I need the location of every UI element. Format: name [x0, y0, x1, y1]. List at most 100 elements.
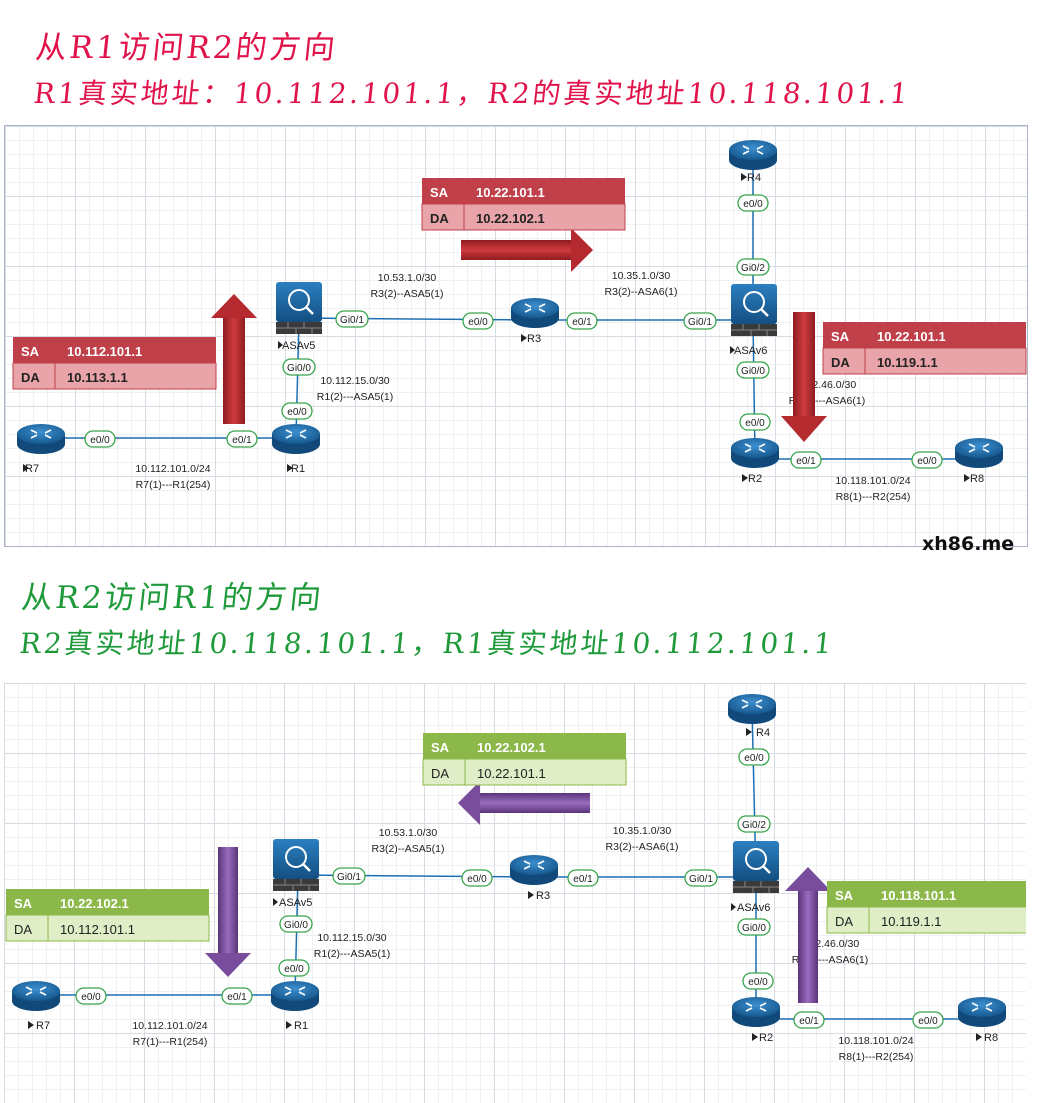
router-r4-icon[interactable]	[728, 694, 776, 724]
label-r1: R1	[291, 463, 305, 475]
packet-top-da: 10.22.102.1	[476, 211, 545, 226]
link-asav6-r2	[752, 319, 756, 457]
packet-box-left: SA 10.112.101.1 DA 10.113.1.1	[12, 337, 217, 390]
net-118-desc: R8(1)---R2(254)	[839, 1051, 914, 1063]
return-topology-panel: R7 R1 ASAv5 R3 R4 ASAv6 R2 R8 e0/0 e0/1 …	[4, 683, 1026, 1103]
label-r2: R2	[748, 473, 762, 485]
if-r3-e00: e0/0	[467, 874, 487, 885]
packet-box-right: SA 10.118.101.1 DA 10.119.1.1	[826, 881, 1026, 934]
if-r1-e00: e0/0	[284, 964, 304, 975]
label-r8: R8	[984, 1032, 998, 1044]
if-asa6-gi00: Gi0/0	[742, 923, 766, 934]
net-15-desc: R1(2)---ASA5(1)	[314, 948, 390, 960]
net-15: 10.112.15.0/30	[317, 932, 386, 944]
packet-right-da-label: DA	[835, 914, 853, 929]
router-r2-icon[interactable]	[731, 438, 779, 468]
packet-top-sa-label: SA	[431, 740, 450, 755]
net-15-desc: R1(2)---ASA5(1)	[317, 391, 393, 403]
label-r3: R3	[527, 333, 541, 345]
packet-left-da: 10.113.1.1	[67, 370, 128, 385]
router-r7-icon[interactable]	[17, 424, 65, 454]
net-53-desc: R3(2)--ASA5(1)	[371, 288, 444, 300]
label-r1: R1	[294, 1020, 308, 1032]
packet-top-sa: 10.22.101.1	[476, 185, 545, 200]
firewall-asav5-icon[interactable]	[276, 282, 322, 334]
if-r3-e00: e0/0	[468, 317, 488, 328]
packet-box-top: SA 10.22.101.1 DA 10.22.102.1	[421, 178, 626, 231]
packet-right-sa: 10.118.101.1	[881, 888, 956, 903]
if-r3-e01: e0/1	[573, 874, 593, 885]
net-101: 10.112.101.0/24	[135, 463, 210, 475]
if-r2-e00: e0/0	[748, 977, 768, 988]
label-asav6: ASAv6	[734, 345, 767, 357]
if-asa5-gi01: Gi0/1	[337, 872, 361, 883]
label-r2: R2	[759, 1032, 773, 1044]
arrow-up-purple	[785, 867, 831, 1003]
packet-top-da-label: DA	[431, 766, 449, 781]
label-asav5: ASAv5	[279, 897, 312, 909]
net-53: 10.53.1.0/30	[379, 827, 438, 839]
label-asav5: ASAv5	[282, 340, 315, 352]
router-r3-icon[interactable]	[511, 298, 559, 328]
forward-direction-subtitle: R1真实地址：10.112.101.1，R2的真实地址10.118.101.1	[32, 77, 913, 110]
router-r8-icon[interactable]	[955, 438, 1003, 468]
if-r2-e01: e0/1	[799, 1016, 819, 1027]
net-35-desc: R3(2)--ASA6(1)	[606, 841, 679, 853]
label-r3: R3	[536, 890, 550, 902]
firewall-asav6-icon[interactable]	[733, 841, 779, 893]
packet-right-da: 10.119.1.1	[881, 914, 941, 929]
if-r8-e00: e0/0	[918, 1016, 938, 1027]
label-asav6: ASAv6	[737, 902, 770, 914]
if-r7-e00: e0/0	[90, 435, 110, 446]
if-r3-e01: e0/1	[572, 317, 592, 328]
if-asa5-gi00: Gi0/0	[284, 920, 308, 931]
router-r3-icon[interactable]	[510, 855, 558, 885]
packet-box-left: SA 10.22.102.1 DA 10.112.101.1	[5, 889, 210, 942]
if-r4-e00: e0/0	[743, 199, 763, 210]
arrow-left-purple	[458, 781, 590, 825]
net-15: 10.112.15.0/30	[320, 375, 389, 387]
net-101: 10.112.101.0/24	[132, 1020, 207, 1032]
packet-left-da-label: DA	[21, 370, 40, 385]
packet-box-top: SA 10.22.102.1 DA 10.22.101.1	[422, 733, 627, 786]
return-direction-subtitle: R2真实地址10.118.101.1，R1真实地址10.112.101.1	[18, 627, 837, 660]
if-r8-e00: e0/0	[917, 456, 937, 467]
if-asa6-gi02: Gi0/2	[742, 820, 766, 831]
router-r2-icon[interactable]	[732, 997, 780, 1027]
net-35: 10.35.1.0/30	[613, 825, 672, 837]
if-asa6-gi01: Gi0/1	[688, 317, 712, 328]
link-asav5-r3	[298, 317, 536, 321]
return-direction-title: 从R2访问R1的方向	[19, 580, 326, 616]
if-asa5-gi01: Gi0/1	[340, 315, 364, 326]
net-35: 10.35.1.0/30	[612, 270, 671, 282]
router-r8-icon[interactable]	[958, 997, 1006, 1027]
arrow-right-red	[461, 228, 593, 272]
packet-top-da-label: DA	[430, 211, 449, 226]
link-r1-asav5	[294, 874, 299, 996]
net-118: 10.118.101.0/24	[835, 475, 910, 487]
packet-left-da-label: DA	[14, 922, 32, 937]
label-r4: R4	[756, 727, 770, 739]
if-r1-e01: e0/1	[227, 992, 247, 1003]
if-r7-e00: e0/0	[81, 992, 101, 1003]
arrow-down-red	[781, 312, 827, 442]
if-asa6-gi02: Gi0/2	[741, 263, 765, 274]
packet-top-sa-label: SA	[430, 185, 449, 200]
firewall-asav6-icon[interactable]	[731, 284, 777, 336]
net-101-desc: R7(1)---R1(254)	[133, 1036, 208, 1048]
router-r4-icon[interactable]	[729, 140, 777, 170]
net-101-desc: R7(1)---R1(254)	[136, 479, 211, 491]
packet-left-sa: 10.112.101.1	[67, 344, 142, 359]
forward-topology-panel: R7 R1 ASAv5 R3 R4 ASAv6 R2 R8 e0/0 e0/1 …	[4, 125, 1028, 547]
router-r1-icon[interactable]	[272, 424, 320, 454]
packet-top-sa: 10.22.102.1	[477, 740, 546, 755]
router-r1-icon[interactable]	[271, 981, 319, 1011]
watermark: xh86.me	[922, 533, 1015, 555]
packet-left-da: 10.112.101.1	[60, 922, 135, 937]
if-asa6-gi00: Gi0/0	[741, 366, 765, 377]
if-r4-e00: e0/0	[744, 753, 764, 764]
packet-box-right: SA 10.22.101.1 DA 10.119.1.1	[822, 322, 1027, 375]
forward-direction-title: 从R1访问R2的方向	[33, 30, 340, 66]
router-r7-icon[interactable]	[12, 981, 60, 1011]
firewall-asav5-icon[interactable]	[273, 839, 319, 891]
